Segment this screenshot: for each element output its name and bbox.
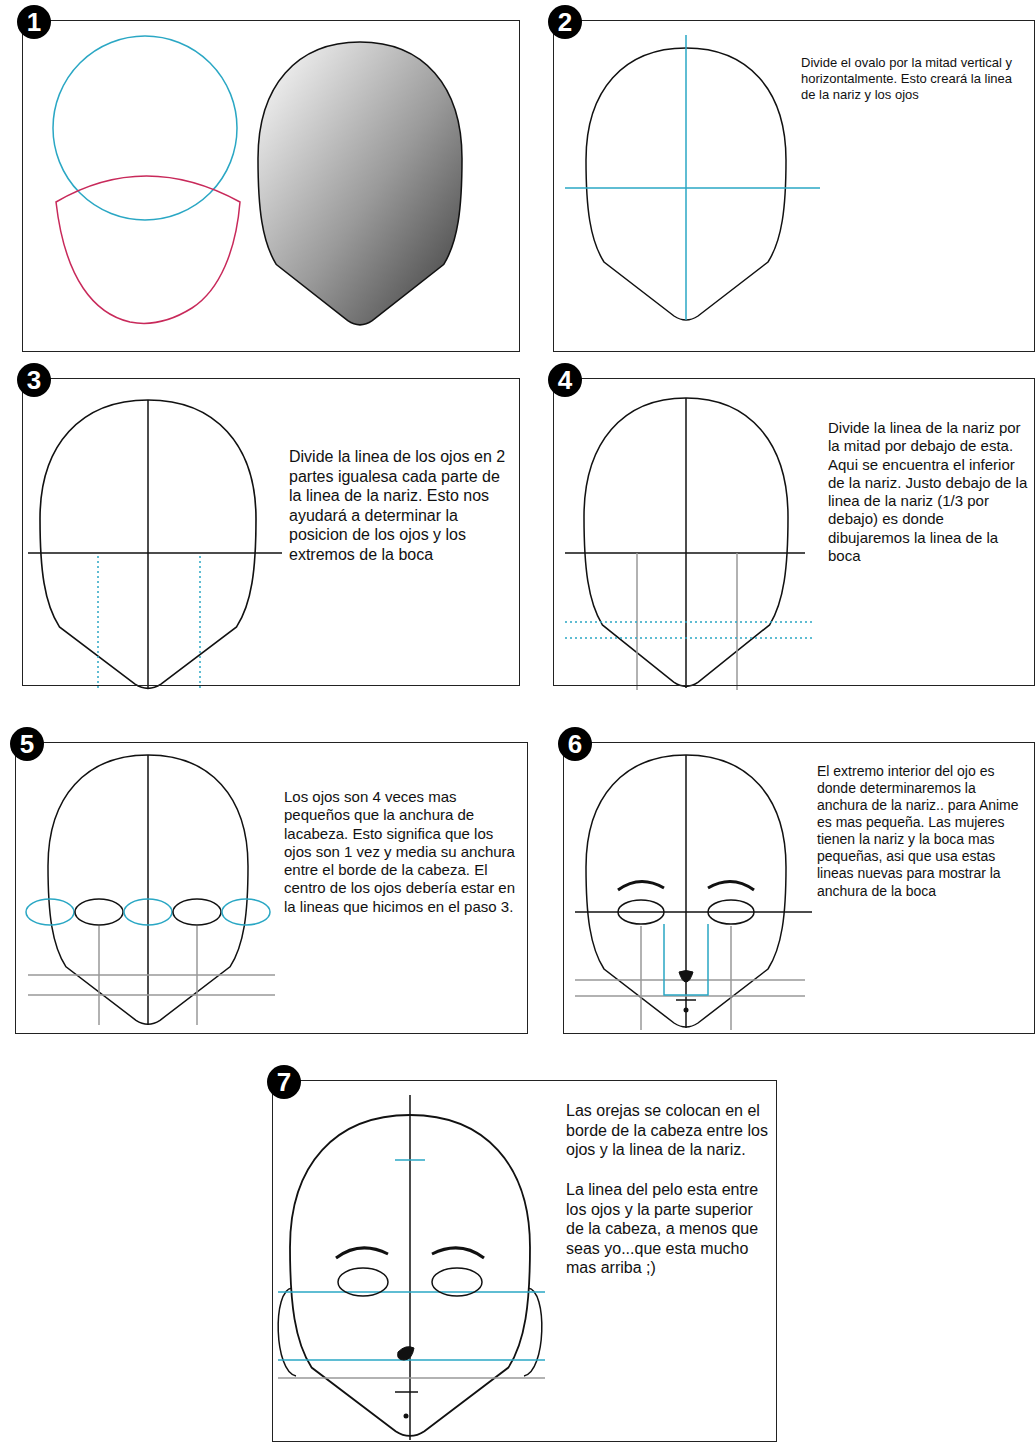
callout-number: 1 (17, 5, 51, 39)
callout-number: 3 (17, 363, 51, 397)
callout-number: 7 (267, 1065, 301, 1099)
text-column: Divide la linea de la nariz por la mitad… (828, 419, 1029, 565)
step-text: Divide la linea de la nariz por la mitad… (828, 419, 1029, 565)
text-column: Divide la linea de los ojos en 2 partes … (289, 447, 514, 564)
construction-shapes (53, 36, 240, 323)
head-guide-7 (278, 1095, 545, 1440)
callout-number: 5 (10, 727, 44, 761)
step-panel: 6El extremo interior del ojo es donde de… (563, 742, 1035, 1034)
step-panel: 4Divide la linea de la nariz por la mita… (553, 378, 1035, 686)
head-guide-2 (565, 35, 820, 320)
text-column: Las orejas se colocan en el borde de la … (566, 1101, 770, 1278)
shaded-head (258, 42, 462, 325)
head-guide-4 (565, 398, 815, 690)
text-column: Divide el ovalo por la mitad vertical y … (801, 55, 1029, 103)
head-guide-6 (575, 755, 812, 1030)
head-guide-3 (28, 400, 282, 690)
step-panel: 3Divide la linea de los ojos en 2 partes… (22, 378, 520, 686)
text-column: Los ojos son 4 veces mas pequeños que la… (284, 788, 522, 916)
step-panel: 7Las orejas se colocan en el borde de la… (272, 1080, 777, 1442)
step-text: El extremo interior del ojo es donde det… (817, 763, 1029, 900)
step-text: Las orejas se colocan en el borde de la … (566, 1101, 770, 1160)
callout-number: 4 (548, 363, 582, 397)
step-panel: 2Divide el ovalo por la mitad vertical y… (553, 20, 1035, 352)
step-text: La linea del pelo esta entre los ojos y … (566, 1180, 770, 1278)
step-text: Divide la linea de los ojos en 2 partes … (289, 447, 514, 564)
step-panel: 1 (22, 20, 520, 352)
text-column: El extremo interior del ojo es donde det… (817, 763, 1029, 900)
callout-number: 2 (548, 5, 582, 39)
step-panel: 5Los ojos son 4 veces mas pequeños que l… (15, 742, 528, 1034)
head-guide-5 (26, 755, 275, 1025)
step-text: Los ojos son 4 veces mas pequeños que la… (284, 788, 522, 916)
step-text: Divide el ovalo por la mitad vertical y … (801, 55, 1029, 103)
callout-number: 6 (558, 727, 592, 761)
